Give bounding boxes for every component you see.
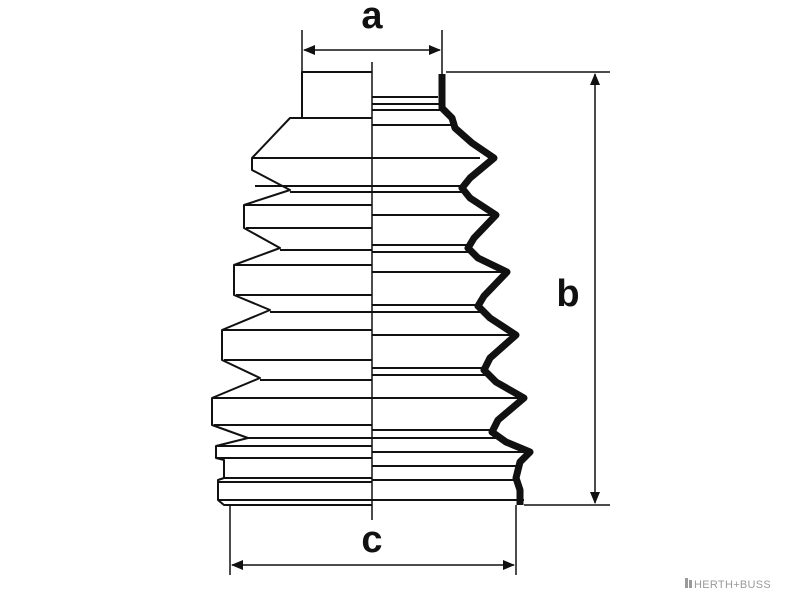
boot-wall-section: [438, 74, 534, 505]
dimension-label-b: b: [556, 273, 579, 315]
brand-watermark: HERTH+BUSS: [685, 578, 771, 591]
dimension-c: [229, 505, 517, 575]
dimension-label-a: a: [361, 0, 383, 37]
herth-buss-logo-icon: [685, 578, 692, 588]
dimension-b: [446, 71, 610, 506]
dimension-a: [301, 30, 443, 74]
brand-name: HERTH+BUSS: [694, 579, 771, 591]
dimension-label-c: c: [361, 519, 382, 561]
boot-left-half: [211, 71, 372, 506]
boot-left-outline: [211, 71, 372, 506]
boot-right-half: [372, 74, 534, 505]
